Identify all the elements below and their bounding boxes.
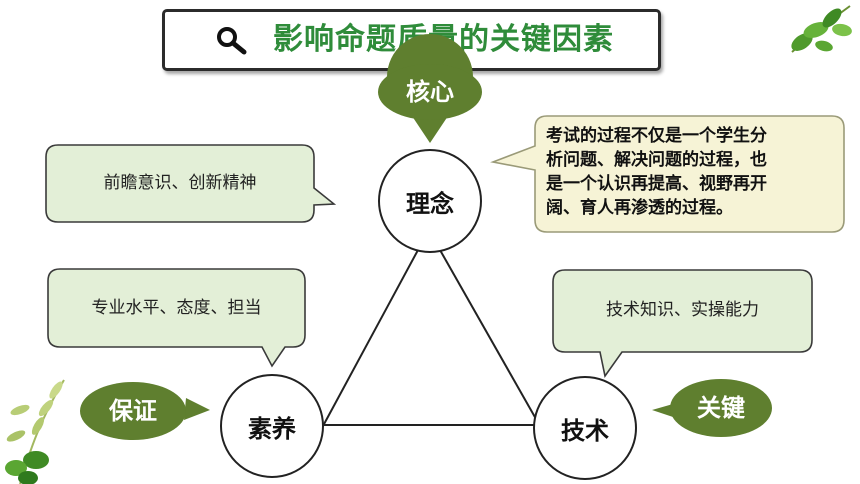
bubble-line: 是一个认识再提高、视野再开 [546,174,767,194]
node-concept: 理念 [378,149,482,253]
bubble-line: 考试的过程不仅是一个学生分 [546,126,767,146]
leaf-decoration-icon [791,5,852,53]
bubble-shape-top-left [45,144,337,223]
node-literacy: 素养 [220,374,324,478]
tag-shape-left [184,398,210,420]
tag-key: 关键 [697,394,745,422]
node-technique: 技术 [533,376,637,480]
bubble-top-left-text: 前瞻意识、创新精神 [103,173,257,193]
bubble-top-right-text: 考试的过程不仅是一个学生分 析问题、解决问题的过程，也 是一个认识再提高、视野再… [546,124,838,220]
bubble-line: 析问题、解决问题的过程，也 [546,150,767,170]
bubble-mid-right-text: 技术知识、实操能力 [606,300,759,320]
bubble-mid-left-text: 专业水平、态度、担当 [91,298,262,318]
tag-guarantee: 保证 [109,397,157,425]
search-icon [217,27,247,55]
leaf-decoration-icon [5,379,65,484]
bubble-line: 阔、育人再渗透的过程。 [546,198,733,218]
bubble-shape-mid-right [552,269,813,378]
bubble-shape-mid-left [47,268,306,368]
bubble-shape-top-right [490,115,845,233]
tag-core: 核心 [406,78,454,106]
